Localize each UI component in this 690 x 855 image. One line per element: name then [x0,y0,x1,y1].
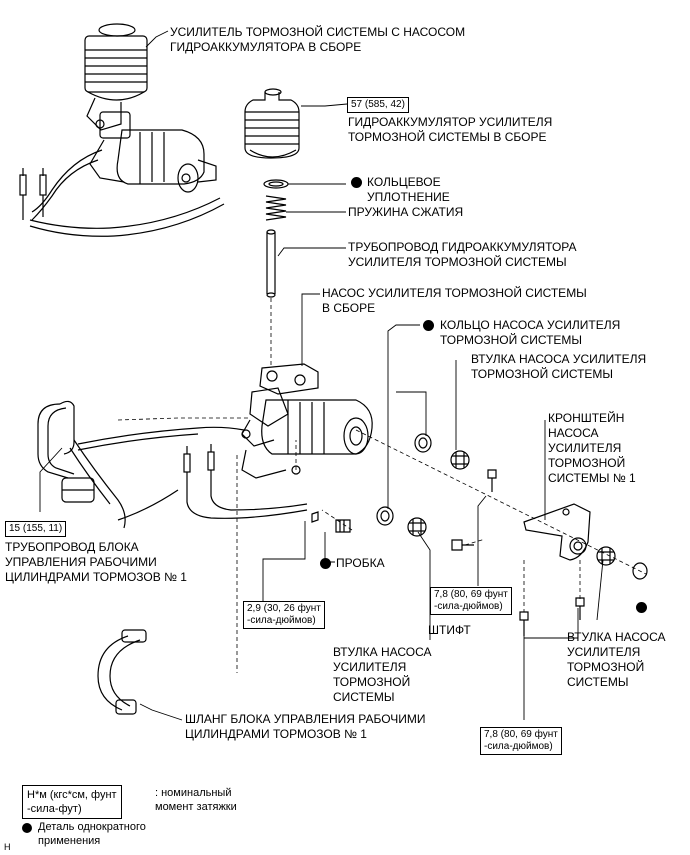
single-use-marker-collar [636,602,647,613]
pump-assembly-drawing [241,363,373,479]
label-booster-assembly: УСИЛИТЕЛЬ ТОРМОЗНОЙ СИСТЕМЫ С НАСОСОМ ГИ… [170,25,466,54]
leader-pump [301,293,320,366]
collar-drawing [632,562,648,580]
label-accumulator: ГИДРОАККУМУЛЯТОР УСИЛИТЕЛЯ ТОРМОЗНОЙ СИС… [348,115,553,144]
pin-drawing [451,469,497,551]
label-hose: ШЛАНГ БЛОКА УПРАВЛЕНИЯ РАБОЧИМИ ЦИЛИНДРА… [185,712,426,741]
bush-drawing-1 [450,450,470,470]
bush-drawing-3 [596,546,616,566]
bracket-drawing [523,503,591,561]
label-pin: ШТИФТ [428,623,471,637]
label-pump-assembly: НАСОС УСИЛИТЕЛЯ ТОРМОЗНОЙ СИСТЕМЫ В СБОР… [322,286,587,315]
bolt-drawing-1 [575,597,585,620]
label-pump-bush-top: ВТУЛКА НАСОСА УСИЛИТЕЛЯ ТОРМОЗНОЙ СИСТЕМ… [471,352,647,381]
leader-78b [523,608,579,720]
plug-drawing [311,511,351,533]
torque-box-57: 57 (585, 42) [347,97,409,113]
single-use-marker-pump-ring [423,320,434,331]
leader-accumulator [301,103,348,107]
label-bracket: КРОНШТЕЙН НАСОСА УСИЛИТЕЛЯ ТОРМОЗНОЙ СИС… [548,411,636,485]
label-spring: ПРУЖИНА СЖАТИЯ [348,205,464,219]
torque-box-15: 15 (155, 11) [5,521,67,537]
spring-drawing [265,195,287,221]
pump-pipes-drawing [183,444,308,519]
label-pump-bush-right: ВТУЛКА НАСОСА УСИЛИТЕЛЯ ТОРМОЗНОЙ СИСТЕМ… [567,630,666,689]
booster-assembly-drawing [19,23,225,237]
brake-pipe-drawing [37,400,245,529]
single-use-marker-o-ring [351,177,362,188]
legend-single-use-text: Деталь однократного применения [38,821,146,847]
leader-bush-right [596,559,604,621]
torque-box-78b: 7,8 (80, 69 фунт -сила-дюймов) [480,727,562,755]
label-pump-bush-mid: ВТУЛКА НАСОСА УСИЛИТЕЛЯ ТОРМОЗНОЙ СИСТЕМ… [333,645,432,704]
bush-drawing-2 [407,517,427,537]
hose-drawing [97,629,147,715]
legend-unit-box: Н*м (кгс*см, фунт -сила-фут) [22,785,122,819]
label-accumulator-pipe: ТРУБОПРОВОД ГИДРОАККУМУЛЯТОРА УСИЛИТЕЛЯ … [348,240,577,269]
accumulator-pipe-drawing [266,229,276,298]
legend-unit-description: : номинальный момент затяжки [155,787,237,813]
pump-ring-lower-drawing [376,506,394,526]
leader-booster [145,30,169,48]
leader-pump-ring [387,324,427,509]
legend-single-use-marker [22,823,32,833]
label-plug: ПРОБКА [336,556,385,570]
pump-ring-upper-drawing [414,433,432,453]
leader-hose [139,703,183,721]
leader-brake-pipe [39,447,63,512]
torque-box-29: 2,9 (30, 26 фунт -сила-дюймов) [243,601,325,629]
label-brake-pipe: ТРУБОПРОВОД БЛОКА УПРАВЛЕНИЯ РАБОЧИМИ ЦИ… [5,540,187,584]
accumulator-drawing [244,88,300,159]
single-use-marker-plug [320,558,331,569]
corner-mark: H [4,842,11,852]
label-o-ring: КОЛЬЦЕВОЕ УПЛОТНЕНИЕ [367,175,450,204]
label-pump-ring: КОЛЬЦО НАСОСА УСИЛИТЕЛЯ ТОРМОЗНОЙ СИСТЕМ… [440,318,621,347]
leader-29 [262,521,306,601]
leader-accum-pipe [277,247,346,257]
o-ring-drawing [263,179,289,189]
torque-box-78a: 7,8 (80, 69 фунт -сила-дюймов) [430,587,512,615]
